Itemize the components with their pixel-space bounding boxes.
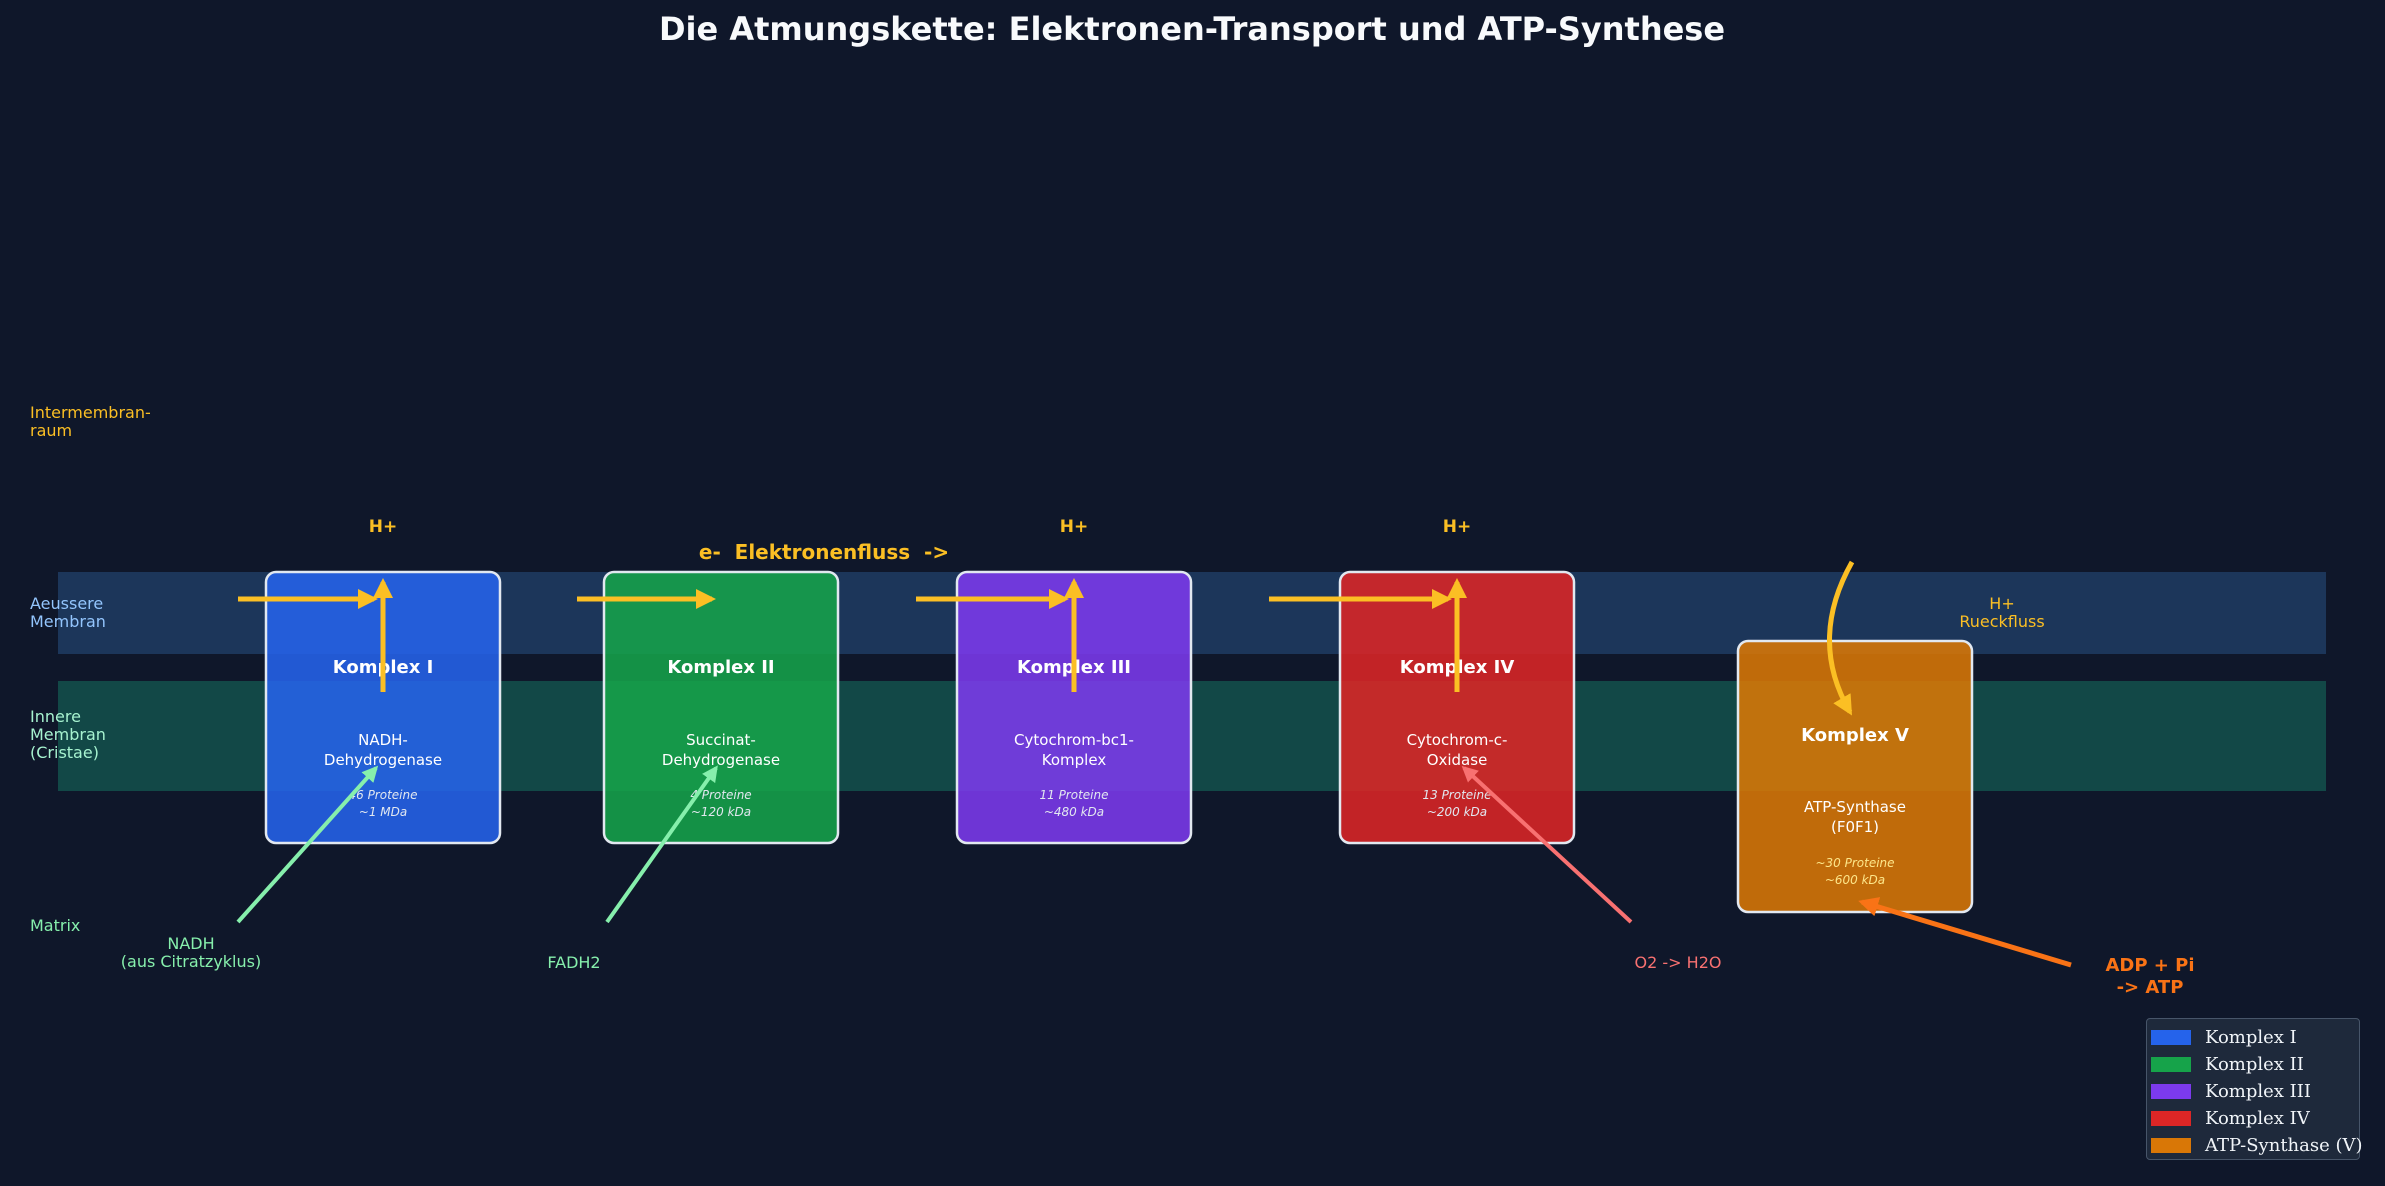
legend-label: Komplex II <box>2205 1054 2304 1075</box>
complex-5: Komplex V ATP-Synthase(F0F1) ~30 Protein… <box>1736 639 1974 914</box>
oxygen-label: O2 -> H2O <box>1635 953 1722 972</box>
fadh2-arrow <box>605 765 718 924</box>
nadh-label: NADH(aus Citratzyklus) <box>121 934 261 971</box>
legend-swatch <box>2151 1057 2191 1072</box>
diagram-title: Die Atmungskette: Elektronen-Transport u… <box>659 10 1725 48</box>
complex-4-box <box>1338 570 1576 845</box>
complex-3-enzyme: Cytochrom-bc1-Komplex <box>1014 731 1134 769</box>
complex-1-info: 46 Proteine~1 MDa <box>348 788 417 819</box>
legend-item: Komplex I <box>2151 1024 2359 1051</box>
legend-label: Komplex I <box>2205 1027 2297 1048</box>
complex-4-enzyme: Cytochrom-c-Oxidase <box>1407 731 1508 769</box>
legend-item: Komplex IV <box>2151 1105 2359 1132</box>
complex-5-name: Komplex V <box>1801 725 1909 746</box>
legend-label: ATP-Synthase (V) <box>2205 1135 2363 1156</box>
h-backflow-label: H+Rueckfluss <box>1959 594 2044 631</box>
complex-3-proton-label: H+ <box>1060 517 1088 537</box>
atp-arrow <box>1858 897 2072 968</box>
legend-label: Komplex III <box>2205 1081 2312 1102</box>
atp-label: ADP + Pi-> ATP <box>2105 955 2194 998</box>
complex-3-box <box>955 570 1193 845</box>
legend-swatch <box>2151 1084 2191 1099</box>
complex-1-proton-label: H+ <box>369 517 397 537</box>
complex-2-info: 4 Proteine~120 kDa <box>690 788 751 819</box>
complex-2-enzyme: Succinat-Dehydrogenase <box>662 731 780 769</box>
legend-swatch <box>2151 1030 2191 1045</box>
complex-2-box <box>602 570 840 845</box>
complex-3: Komplex III Cytochrom-bc1-Komplex 11 Pro… <box>955 517 1193 845</box>
legend-item: Komplex II <box>2151 1051 2359 1078</box>
complex-5-box <box>1736 639 1974 914</box>
fadh2-label: FADH2 <box>547 953 600 972</box>
proton-backflow-arrow <box>1827 560 1855 716</box>
region-label-intermembrane: Intermembran-raum <box>30 403 151 440</box>
region-label-matrix: Matrix <box>30 916 80 935</box>
complex-2: Komplex II Succinat-Dehydrogenase 4 Prot… <box>602 570 840 845</box>
complex-5-info: ~30 Proteine~600 kDa <box>1815 856 1894 887</box>
legend-swatch <box>2151 1111 2191 1126</box>
complex-1-enzyme: NADH-Dehydrogenase <box>324 731 442 769</box>
legend-item: ATP-Synthase (V) <box>2151 1132 2363 1159</box>
complex-5-enzyme: ATP-Synthase(F0F1) <box>1804 798 1906 836</box>
complex-1-box <box>264 570 502 845</box>
oxygen-arrow <box>1461 765 1633 924</box>
complex-2-name: Komplex II <box>667 657 774 678</box>
complex-4-proton-label: H+ <box>1443 517 1471 537</box>
complex-3-info: 11 Proteine~480 kDa <box>1039 788 1108 819</box>
nadh-arrow <box>236 765 379 924</box>
legend-swatch <box>2151 1138 2191 1153</box>
legend: Komplex I Komplex II Komplex III Komplex… <box>2146 1018 2363 1160</box>
legend-item: Komplex III <box>2151 1078 2359 1105</box>
complex-4-info: 13 Proteine~200 kDa <box>1422 788 1491 819</box>
complex-1: Komplex I NADH-Dehydrogenase 46 Proteine… <box>264 517 502 845</box>
electron-flow-label: e- Elektronenfluss -> <box>699 540 949 564</box>
legend-label: Komplex IV <box>2205 1108 2310 1129</box>
